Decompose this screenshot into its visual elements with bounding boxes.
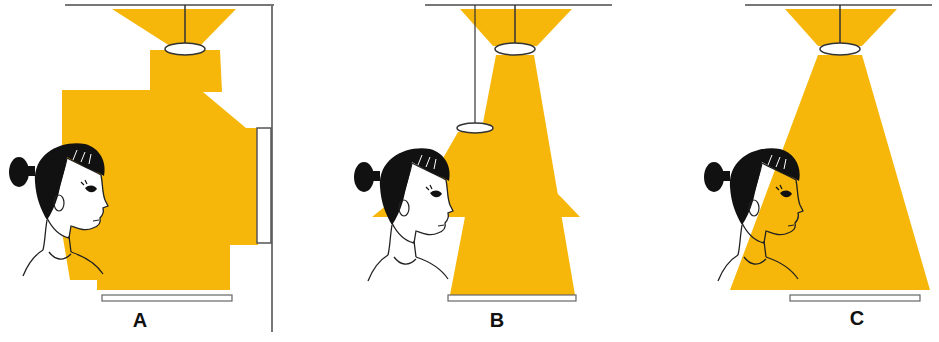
counter (448, 295, 576, 301)
panel-b (354, 5, 612, 301)
fixture-stem (839, 5, 841, 44)
ceiling (745, 4, 932, 6)
fixture-stem (184, 5, 186, 44)
fixture-glow (785, 9, 897, 46)
girl (9, 143, 108, 276)
panel-c (704, 5, 932, 301)
wall-light (257, 128, 271, 243)
panel-label: C (850, 308, 864, 328)
panel-a (9, 5, 274, 332)
fixture-glow (460, 9, 572, 46)
girl (354, 148, 453, 281)
girl (704, 148, 803, 281)
panel-label: A (133, 310, 147, 330)
pendant-light (457, 123, 493, 133)
pendant-cord (474, 5, 475, 123)
panel-label: B (490, 310, 504, 330)
counter (102, 295, 232, 301)
ceiling-light (165, 43, 205, 55)
fixture-stem (514, 5, 516, 44)
ceiling-light (820, 43, 860, 55)
ceiling-light (495, 43, 535, 55)
counter (790, 295, 920, 301)
ceiling (65, 4, 274, 6)
ceiling (425, 4, 612, 6)
fixture-glow (112, 9, 236, 46)
